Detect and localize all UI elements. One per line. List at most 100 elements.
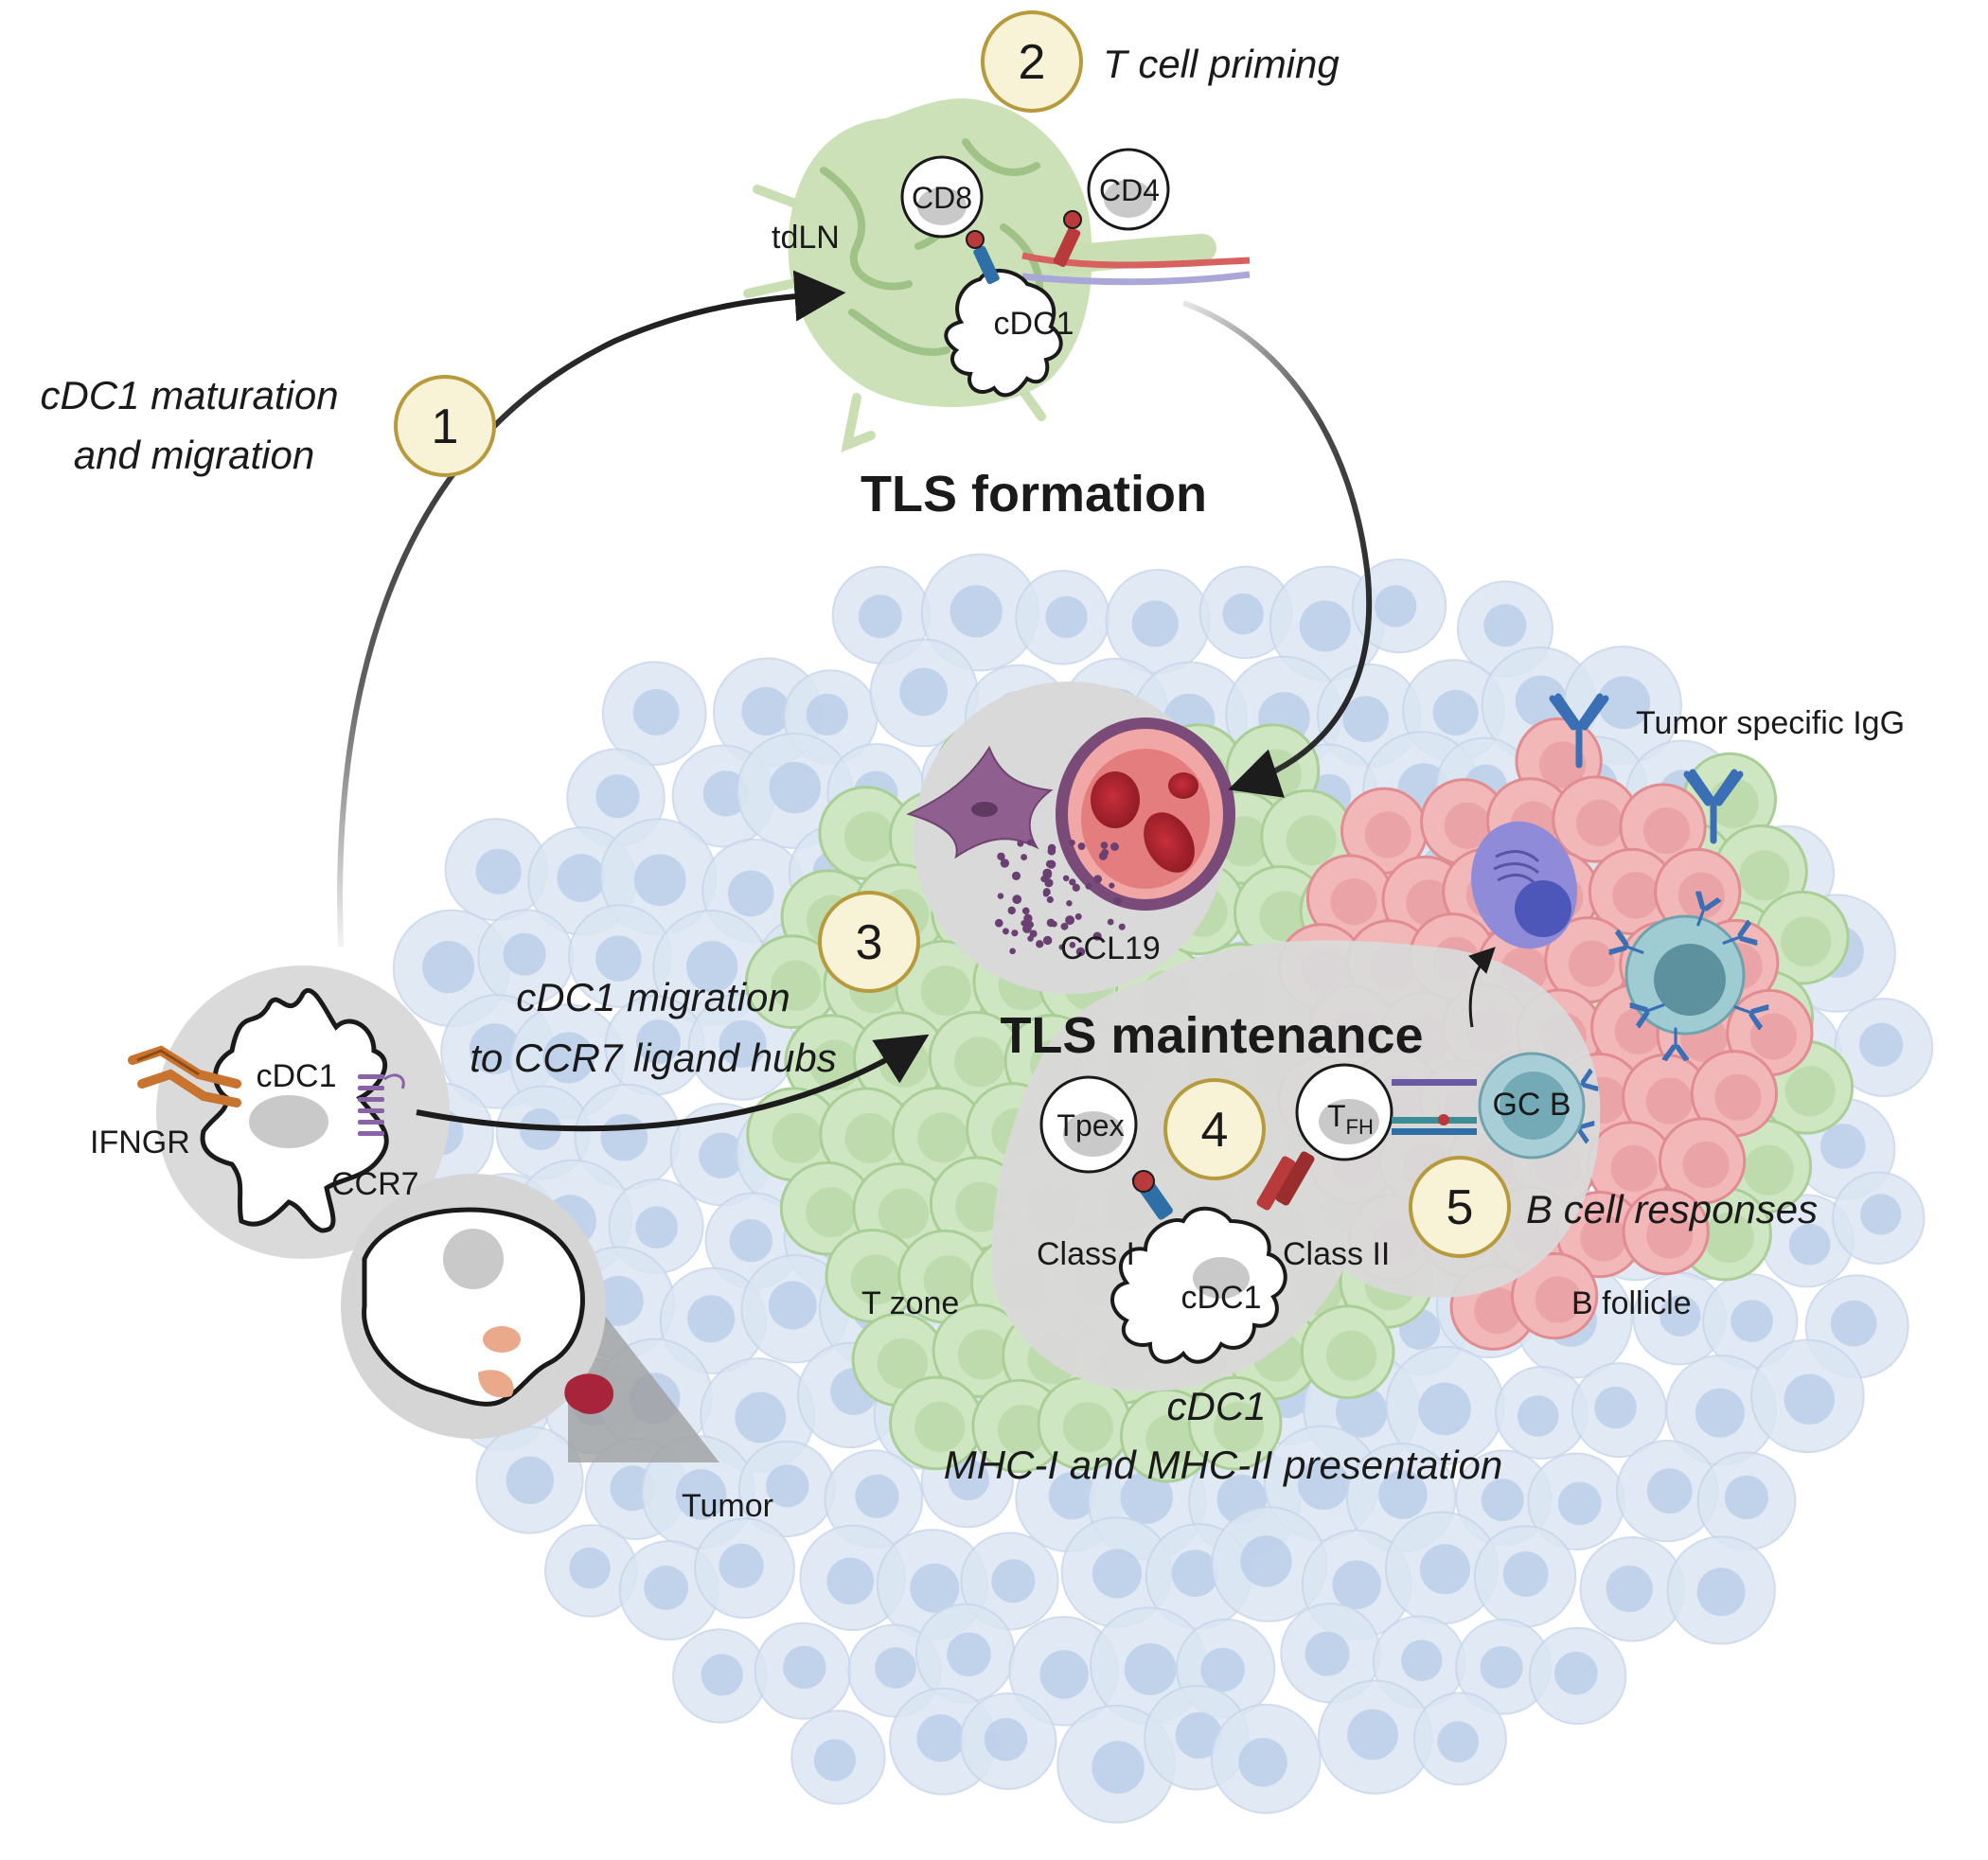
t-zone-cell-nucleus xyxy=(877,1337,929,1389)
arrow-tfh-to-plasma xyxy=(1468,947,1496,1028)
label-tdln: tdLN xyxy=(772,220,840,256)
label-tumor: Tumor xyxy=(682,1488,773,1524)
tumor-cell-nucleus xyxy=(1724,1475,1768,1519)
label-cd8: CD8 xyxy=(912,181,972,215)
antibody-icon xyxy=(1661,1027,1690,1061)
cd8-t-cell xyxy=(900,155,984,239)
tumor-cell-nucleus xyxy=(1171,1550,1219,1597)
ccl19-dot xyxy=(1009,948,1016,955)
tumor-cell-nucleus xyxy=(1092,1549,1142,1599)
step-4-badge: 4 xyxy=(1163,1078,1266,1180)
ifngr-receptor xyxy=(128,1045,241,1107)
cdc1-cell-lymph-node xyxy=(944,268,1063,398)
label-b-follicle: B follicle xyxy=(1571,1285,1692,1321)
step1-label-line1: cDC1 maturation xyxy=(40,373,338,417)
t-zone-cell-nucleus xyxy=(914,1401,966,1453)
step5-label: B cell responses xyxy=(1526,1187,1818,1231)
tumor-cell-nucleus xyxy=(735,1391,787,1444)
tumor-cell-nucleus xyxy=(699,1132,745,1178)
tumor-cell-nucleus xyxy=(1048,1471,1096,1520)
ccl19-dot xyxy=(994,918,1003,928)
step3-label-line2: to CCR7 ligand hubs xyxy=(470,1036,837,1080)
tumor-cell-nucleus xyxy=(595,774,640,819)
ccl19-dot xyxy=(1017,840,1024,847)
tumor-cell-nucleus xyxy=(1240,1535,1292,1587)
t-zone-cell-nucleus xyxy=(1739,850,1790,901)
t-zone-cell-nucleus xyxy=(1062,1402,1113,1453)
tumor-cell-nucleus xyxy=(1124,1642,1177,1695)
tumor-cell-nucleus xyxy=(1092,1741,1145,1794)
ccl19-dot xyxy=(1109,882,1115,889)
step1-label-line2: and migration xyxy=(74,433,314,477)
b-follicle-cell xyxy=(1658,1117,1747,1205)
cd4-t-cell xyxy=(1087,148,1170,231)
tumor-cell-nucleus xyxy=(1515,675,1568,727)
ccl19-dot xyxy=(1060,922,1069,930)
memory-b-cell xyxy=(1624,914,1746,1036)
tumor-cell-nucleus xyxy=(875,1647,916,1689)
tumor-cell-nucleus xyxy=(635,1206,679,1249)
fibroblast-cell xyxy=(906,745,1054,859)
antibody-icon xyxy=(1695,891,1722,927)
tumor-cell-nucleus xyxy=(729,1219,773,1263)
ccl19-dot xyxy=(1113,896,1122,906)
tumor-cell-nucleus xyxy=(1517,1395,1559,1437)
tumor-cell-nucleus xyxy=(769,761,822,814)
b-follicle-cell-nucleus xyxy=(1575,799,1624,847)
tumor-cell-nucleus xyxy=(1045,595,1088,639)
tumor-cell-nucleus xyxy=(991,1559,1036,1603)
lymph-node xyxy=(743,98,1251,453)
t-zone-cell-nucleus xyxy=(1259,891,1310,942)
tumor-cell-nucleus xyxy=(855,1474,899,1518)
ccr7-receptor xyxy=(358,1073,405,1136)
b-follicle-cell-nucleus xyxy=(1535,1276,1582,1323)
tumor-cell-nucleus xyxy=(858,594,902,639)
label-ccr7: CCR7 xyxy=(331,1166,419,1202)
tumor-cell-nucleus xyxy=(950,585,1003,638)
t-zone-cell-nucleus xyxy=(920,965,971,1017)
step-number: 1 xyxy=(432,399,459,454)
tumor-cell-nucleus xyxy=(741,686,790,736)
t-zone-cell-nucleus xyxy=(806,1187,857,1238)
tumor-cell-nucleus xyxy=(1695,1388,1745,1438)
tumor-cell-nucleus xyxy=(806,693,848,736)
t-zone-cell-nucleus xyxy=(878,1188,929,1239)
tumor-cell-nucleus xyxy=(910,1563,960,1613)
tumor-cell-nucleus xyxy=(1819,1124,1866,1169)
t-zone-cell-nucleus xyxy=(1286,815,1337,866)
b-follicle-cell-nucleus xyxy=(1610,1144,1658,1192)
ccl19-dot xyxy=(1069,942,1076,948)
t-zone-cell-nucleus xyxy=(1781,916,1832,967)
ccl19-dot xyxy=(1118,923,1126,930)
tumor-cell-nucleus xyxy=(632,688,680,735)
tumor-cell-nucleus xyxy=(1175,1711,1223,1759)
ccl19-dot xyxy=(1077,842,1086,850)
tumor-cell-nucleus xyxy=(569,1547,611,1589)
step2-label: T cell priming xyxy=(1103,42,1340,86)
antibody-icon xyxy=(1549,693,1609,769)
tumor-cell-nucleus xyxy=(1432,689,1479,735)
tumor-cell-nucleus xyxy=(1554,1651,1598,1695)
ccl19-dot xyxy=(1042,935,1053,946)
tumor-cell-nucleus xyxy=(813,1739,857,1781)
arrow-cdc1-to-ccr7-hubs xyxy=(416,1034,930,1132)
tumor-cell-nucleus xyxy=(1597,676,1651,730)
tumor-cell-nucleus xyxy=(506,1456,555,1505)
t-zone-cell-nucleus xyxy=(997,1404,1048,1456)
antibody-icon xyxy=(1683,769,1744,844)
tumor-cell-nucleus xyxy=(727,870,774,917)
ccl19-dot xyxy=(1012,872,1019,878)
step-1-badge: 1 xyxy=(394,375,496,477)
tumor-cell-nucleus xyxy=(1437,1721,1479,1763)
ccl19-dot xyxy=(1023,913,1033,923)
b-follicle-cell xyxy=(1622,1187,1710,1276)
b-follicle-cell-nucleus xyxy=(1330,878,1377,926)
tumor-cell-nucleus xyxy=(475,848,522,895)
stromal-niche-callout xyxy=(906,682,1235,994)
tumor-cell-nucleus xyxy=(1120,1471,1174,1524)
antibody-icon xyxy=(1733,1004,1769,1031)
b-follicle-cell-nucleus xyxy=(1568,940,1615,987)
ccl19-dot xyxy=(997,893,1004,899)
